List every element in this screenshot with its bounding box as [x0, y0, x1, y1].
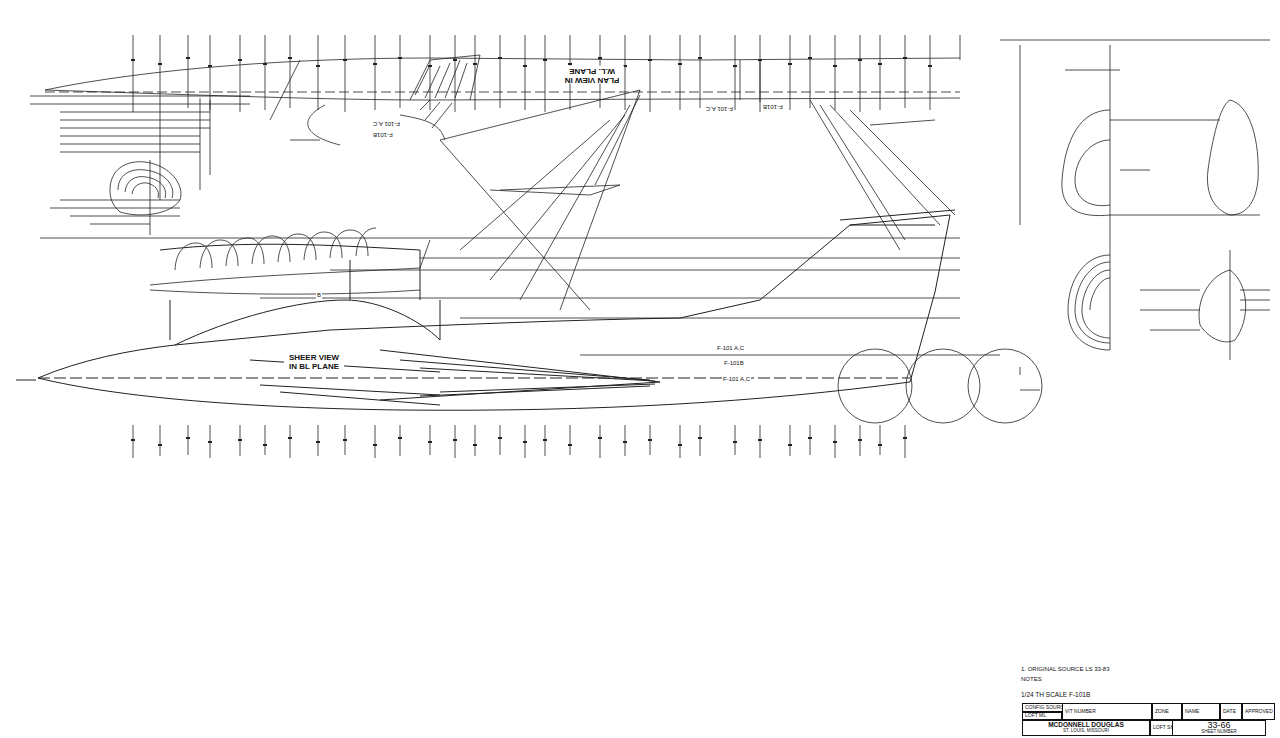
fuselage-sections: [1000, 40, 1270, 360]
cell-text: LOFT ML: [1025, 713, 1046, 718]
callout-label: F-101B: [762, 103, 784, 110]
cell-text: APPROVED: [1245, 709, 1273, 714]
cell-text: CONFIG SOURCE: [1025, 705, 1067, 710]
view-title: PLAN VIEW IN W.L. PLANE: [560, 66, 624, 84]
note-text: 1. ORIGINAL SOURCE LS 33-83: [1020, 666, 1110, 673]
callout-label: F-101 A,C: [705, 105, 734, 112]
callout-label: B: [316, 292, 322, 299]
cell-text: DATE: [1223, 709, 1236, 714]
callout-label: F-101 A,C: [372, 120, 401, 127]
title-block-cell: DATE: [1220, 703, 1242, 720]
title-block-cell: LOFT ML: [1022, 712, 1062, 720]
cell-subtext: SHEET NUMBER: [1201, 730, 1237, 735]
cell-text: 33-66: [1207, 721, 1230, 730]
callout-label: F-101B: [372, 131, 394, 138]
title-block-cell: 33-66SHEET NUMBER: [1172, 720, 1266, 736]
reference-lines: [40, 238, 1000, 355]
callout-label: F-101 A,C: [716, 345, 745, 352]
title-block-cell: NAME: [1182, 703, 1220, 720]
title-block-cell: APPROVED: [1242, 703, 1275, 720]
title-block-cell: VIT NUMBER: [1062, 703, 1152, 720]
cell-text: ZONE: [1155, 709, 1169, 714]
station-ticks: [131, 58, 932, 445]
cell-subtext: ST. LOUIS, MISSOURI: [1063, 729, 1109, 734]
note-text: NOTES: [1020, 676, 1043, 683]
intake-sections: [50, 160, 181, 235]
note-text: 1/24 TH SCALE F-101B: [1020, 691, 1091, 698]
plan-view: [30, 55, 960, 310]
section-circles: [838, 349, 1042, 423]
title-block-cell: ZONE: [1152, 703, 1182, 720]
callout-label: F-101B: [723, 360, 745, 367]
title-block-cell: MCDONNELL DOUGLASST. LOUIS, MISSOURI: [1022, 720, 1150, 736]
sheer-view: [16, 210, 955, 410]
callout-label: F-101 A,C: [722, 376, 751, 383]
cell-text: NAME: [1185, 709, 1199, 714]
view-title: SHEER VIEW IN BL PLANE: [284, 354, 344, 372]
cell-text: VIT NUMBER: [1065, 709, 1096, 714]
station-lines: [133, 35, 960, 112]
station-lines: [133, 425, 905, 458]
cell-text: MCDONNELL DOUGLAS: [1048, 722, 1124, 729]
